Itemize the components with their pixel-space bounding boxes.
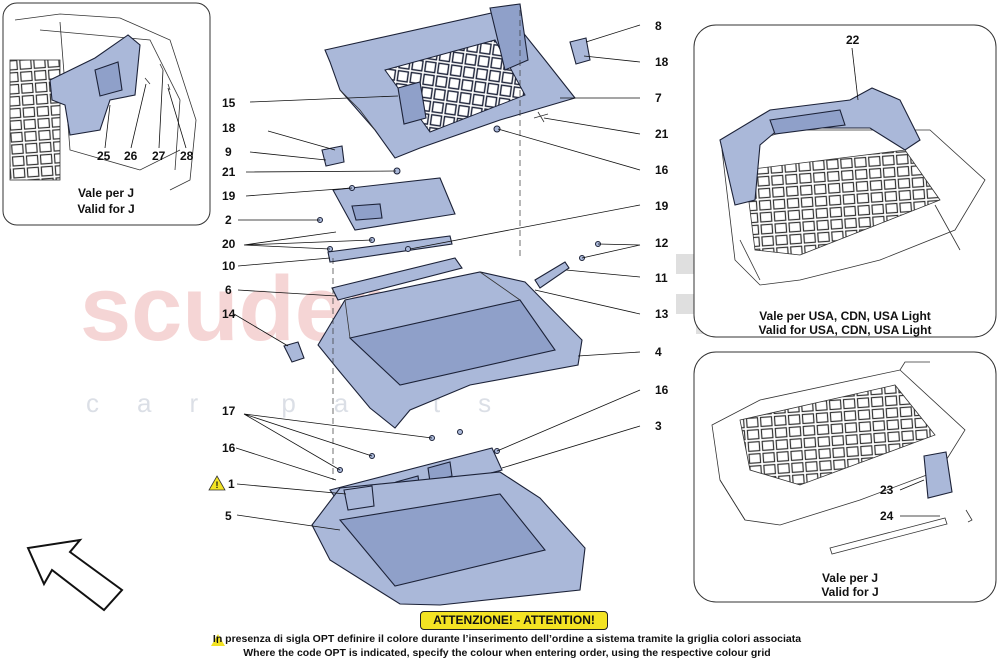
direction-arrow-icon <box>26 538 124 612</box>
callout-24: 24 <box>880 509 894 523</box>
callout-2: 2 <box>225 213 232 227</box>
attention-note-it: In presenza di sigla OPT definire il col… <box>212 633 802 645</box>
attention-note-en: Where the code OPT is indicated, specify… <box>243 647 771 659</box>
callout-21-right: 21 <box>655 127 669 141</box>
callout-15: 15 <box>222 96 236 110</box>
callout-14: 14 <box>222 307 236 321</box>
callout-5: 5 <box>225 509 232 523</box>
inset-bottom-right-caption-it: Vale per J <box>822 571 878 585</box>
callout-4: 4 <box>655 345 662 359</box>
callout-21-left: 21 <box>222 165 236 179</box>
part-9 <box>321 145 345 167</box>
callout-28: 28 <box>180 149 194 163</box>
inset-left-bracket <box>49 34 141 136</box>
inset-top-right-caption-en: Valid for USA, CDN, USA Light <box>759 323 932 337</box>
callout-16-right: 16 <box>655 383 669 397</box>
part-22-frame <box>719 87 921 206</box>
callout-25: 25 <box>97 149 111 163</box>
inset-left-callouts: 25 26 27 28 Vale per J Valid for J <box>77 69 194 216</box>
callout-19-right: 19 <box>655 199 669 213</box>
inset-left <box>2 2 211 226</box>
callout-3: 3 <box>655 419 662 433</box>
part-1-latch <box>343 485 375 511</box>
part-14-pin <box>283 341 305 363</box>
callout-11: 11 <box>655 271 668 285</box>
callout-16-top: 16 <box>655 163 669 177</box>
warning-icon-note: ! <box>211 634 225 646</box>
callout-9: 9 <box>225 145 232 159</box>
part-23 <box>923 451 953 499</box>
watermark-sub: car parts <box>86 388 529 418</box>
inset-top-right-caption-it: Vale per USA, CDN, USA Light <box>759 309 931 323</box>
callout-18-left: 18 <box>222 121 236 135</box>
callout-26: 26 <box>124 149 138 163</box>
inset-top-right: 22 Vale per USA, CDN, USA Light Valid fo… <box>693 24 997 338</box>
callout-16-left: 16 <box>222 441 236 455</box>
callout-22: 22 <box>846 33 860 47</box>
callout-6: 6 <box>225 283 232 297</box>
part-8 <box>569 37 591 65</box>
callout-20: 20 <box>222 237 236 251</box>
inset-bottom-right-caption-en: Valid for J <box>821 585 878 599</box>
inset-bottom-right: 23 24 Vale per J Valid for J <box>693 351 997 603</box>
main-leaders <box>233 24 641 531</box>
attention-title: ATTENZIONE! - ATTENTION! <box>420 611 608 630</box>
callout-8: 8 <box>655 19 662 33</box>
callout-10: 10 <box>222 259 236 273</box>
part-11-damper <box>534 261 570 289</box>
warning-icon: ! <box>208 475 226 491</box>
callout-13: 13 <box>655 307 669 321</box>
callout-1: 1 <box>228 477 235 491</box>
callout-27: 27 <box>152 149 166 163</box>
callout-7: 7 <box>655 91 662 105</box>
inset-left-caption-en: Valid for J <box>77 202 134 216</box>
part-10-rail <box>327 235 453 263</box>
inset-left-caption-it: Vale per J <box>78 186 134 200</box>
main-callouts: 8 18 7 21 16 19 12 11 13 4 16 3 15 18 9 … <box>222 19 669 523</box>
callout-18-top: 18 <box>655 55 669 69</box>
callout-12: 12 <box>655 236 669 250</box>
callout-23: 23 <box>880 483 894 497</box>
svg-text:!: ! <box>216 480 219 490</box>
callout-19-left: 19 <box>222 189 236 203</box>
callout-17: 17 <box>222 404 236 418</box>
